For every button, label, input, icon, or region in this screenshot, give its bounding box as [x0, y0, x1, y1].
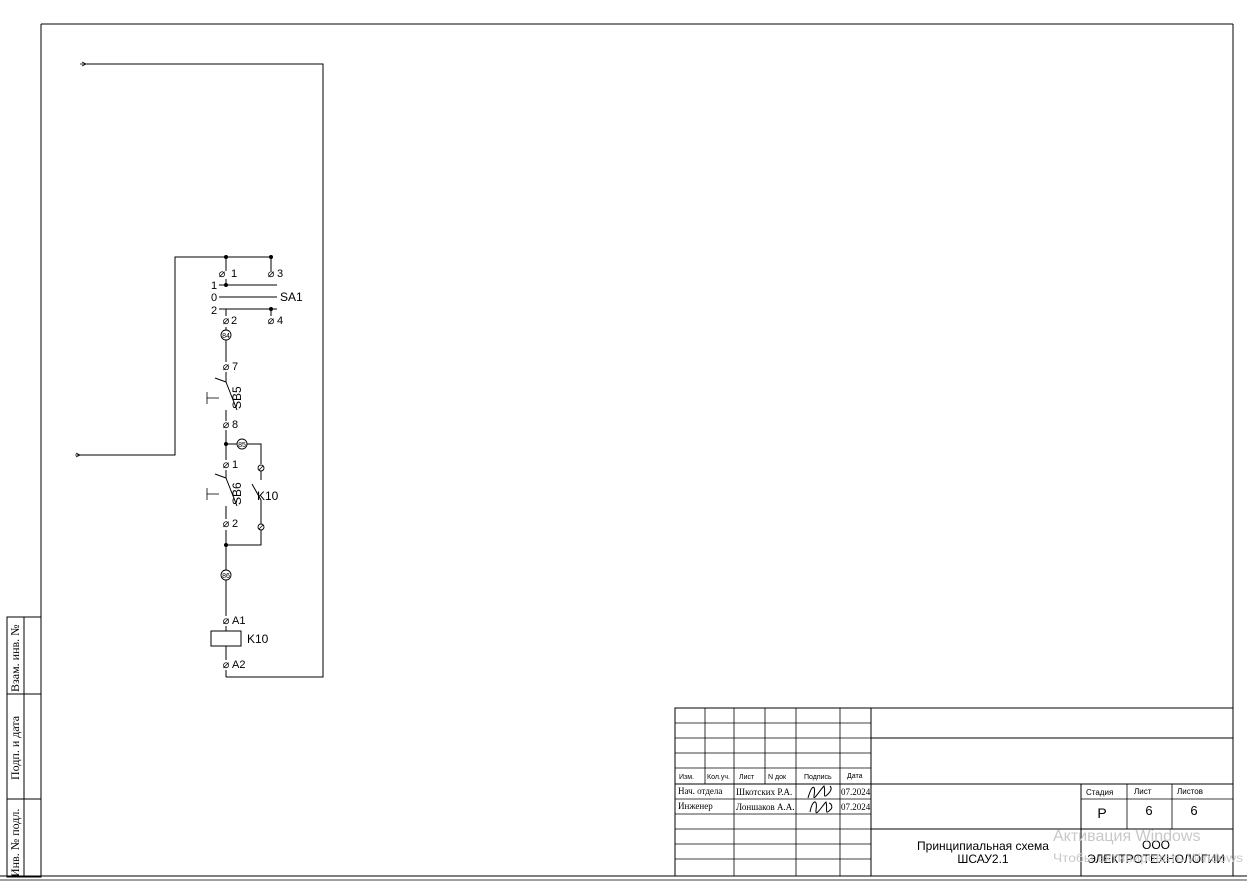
- watermark-line-2: Чтобы активировать Windows: [1053, 851, 1243, 865]
- header-signature: Подпись: [804, 774, 832, 781]
- sb5-terminal-8: 8: [232, 419, 238, 431]
- row-1-date: 07.2024: [841, 787, 871, 797]
- sb6-terminal-1: 1: [232, 459, 238, 471]
- stage-header: Стадия: [1086, 788, 1113, 797]
- svg-text:⌀: ⌀: [223, 419, 230, 431]
- sa1-name: SA1: [280, 290, 303, 304]
- sb6-name: SB6: [230, 482, 244, 505]
- svg-text:⌀: ⌀: [223, 361, 230, 373]
- sa1-terminal-3-label: 3: [277, 268, 283, 280]
- button-sb6: ⌀ 1 SB6 ⌀ 2: [206, 459, 244, 530]
- svg-text:⌀: ⌀: [223, 518, 230, 530]
- windows-activation-watermark: Активация Windows Чтобы активировать Win…: [1053, 828, 1243, 865]
- wire-label-84: 84: [222, 333, 230, 340]
- k10-contact-name: K10: [257, 489, 279, 503]
- header-sheet: Лист: [739, 774, 755, 781]
- coil-terminal-a2: A2: [232, 659, 245, 671]
- sa1-terminal-2-label: 2: [231, 315, 237, 327]
- contact-k10: K10: [226, 464, 279, 546]
- sa1-position-1: 1: [211, 280, 217, 292]
- row-2-role: Инженер: [678, 801, 713, 811]
- company-form: ООО: [1142, 838, 1170, 852]
- wire-label-85: 85: [238, 442, 246, 449]
- svg-text:⌀: ⌀: [223, 459, 230, 471]
- company-name: ЭЛЕКТРОТЕХНОЛОГИИ: [1087, 852, 1225, 866]
- document-code: ШСАУ2.1: [957, 852, 1009, 866]
- sa1-terminal-4-label: 4: [277, 315, 283, 327]
- coil-k10: ⌀ A1 K10 ⌀ A2: [210, 615, 269, 677]
- wire-86: 86: [220, 530, 232, 616]
- sa1-terminal-3: ⌀: [268, 268, 275, 280]
- sheet-value: 6: [1145, 803, 1152, 818]
- sheets-header: Листов: [1177, 787, 1203, 796]
- sb5-terminal-7: 7: [232, 361, 238, 373]
- button-sb5: ⌀ 7 SB5 ⌀ 8: [206, 361, 244, 431]
- side-stamp-original-inventory: Инв. № подл.: [8, 809, 22, 877]
- sa1-position-0: 0: [211, 292, 217, 304]
- row-2-date: 07.2024: [841, 802, 871, 812]
- sa1-terminal-4: ⌀: [268, 315, 275, 327]
- coil-terminal-a1: A1: [232, 615, 245, 627]
- header-document: N док: [768, 774, 787, 781]
- row-2-name: Лоншаков А.А.: [736, 802, 795, 812]
- sb5-name: SB5: [230, 386, 244, 409]
- sa1-terminal-2: ⌀: [223, 315, 230, 327]
- header-quantity: Кол.уч.: [707, 774, 730, 781]
- stage-value: Р: [1097, 805, 1106, 821]
- title-block: Изм. Кол.уч. Лист N док Подпись Дата Нач…: [674, 707, 1234, 877]
- side-stamp: Взам. инв. № Подп. и дата Инв. № подл.: [6, 616, 42, 878]
- coil-name: K10: [247, 632, 269, 646]
- sa1-terminal-1-label: 1: [231, 268, 237, 280]
- wire-85: 85: [224, 430, 262, 464]
- document-title: Принципиальная схема: [917, 839, 1049, 853]
- svg-text:⌀: ⌀: [223, 659, 230, 671]
- sheets-value: 6: [1190, 803, 1197, 818]
- sb6-terminal-2: 2: [232, 518, 238, 530]
- sa1-terminal-1: ⌀: [219, 268, 226, 280]
- side-stamp-replacement: Взам. инв. №: [8, 624, 22, 692]
- row-1-role: Нач. отдела: [678, 786, 722, 796]
- drawing-frame: [0, 23, 1247, 881]
- header-change: Изм.: [679, 774, 694, 781]
- wiring: [75, 61, 324, 678]
- wire-84: 84: [220, 327, 232, 362]
- signature-2: [809, 801, 833, 814]
- signature-1: [807, 785, 832, 799]
- sa1-position-2: 2: [211, 305, 217, 317]
- header-date: Дата: [847, 773, 863, 780]
- switch-sa1: ⌀ 1 ⌀ 3 1 0 SA1 2 ⌀ 2 ⌀ 4: [211, 268, 303, 327]
- side-stamp-signature-date: Подп. и дата: [8, 715, 22, 780]
- watermark-line-1: Активация Windows: [1053, 828, 1200, 845]
- sheet-header: Лист: [1134, 787, 1152, 796]
- svg-text:⌀: ⌀: [223, 615, 230, 627]
- wire-label-86: 86: [222, 573, 230, 580]
- row-1-name: Шкотских Р.А.: [736, 787, 792, 797]
